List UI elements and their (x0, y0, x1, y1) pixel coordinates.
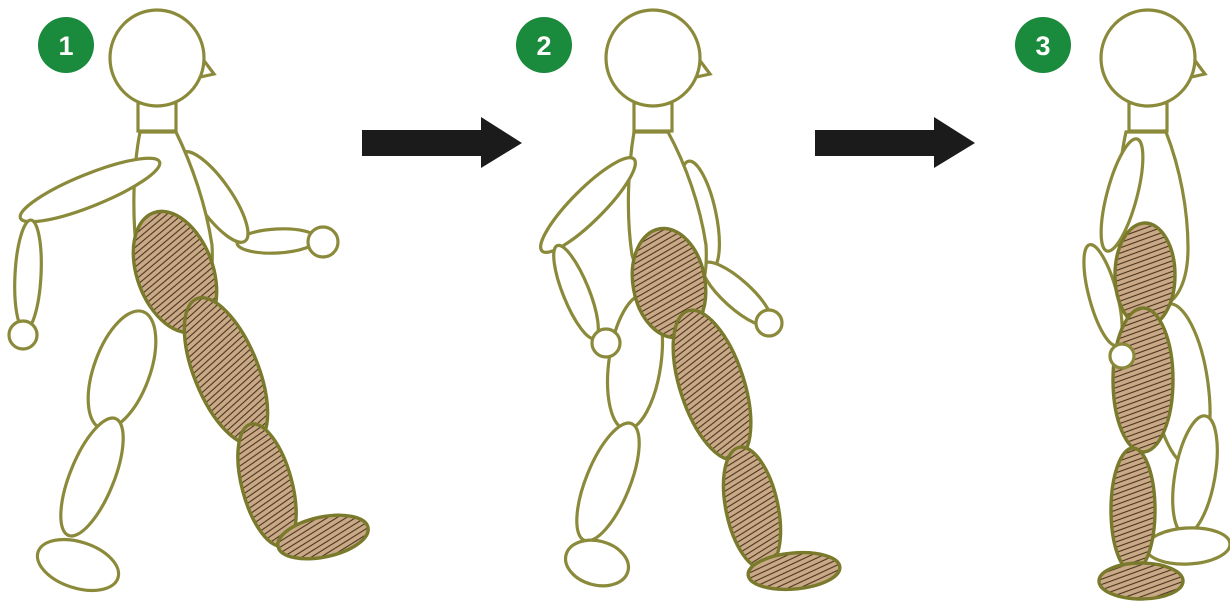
front-hand (1110, 344, 1134, 368)
step-number-2: 2 (536, 31, 551, 61)
back-hand (308, 227, 338, 257)
front-forearm (12, 219, 44, 330)
figure-step-3: 3 (1015, 10, 1230, 599)
front-thigh-highlight (1113, 308, 1173, 452)
step-number-3: 3 (1035, 31, 1050, 61)
back-thigh (74, 302, 169, 438)
back-shin (48, 410, 136, 543)
head (110, 10, 204, 106)
back-foot (560, 533, 633, 592)
figure-step-1: 1 (9, 10, 372, 600)
step-number-1: 1 (58, 31, 73, 61)
figure-step-2: 2 (516, 10, 841, 593)
back-foot (31, 530, 125, 600)
front-forearm (545, 241, 607, 343)
front-hand (592, 329, 620, 357)
front-foot-highlight (1099, 563, 1183, 599)
front-shin-highlight (1111, 448, 1155, 572)
arrow-right-icon (362, 117, 522, 168)
head (1101, 10, 1195, 106)
arrow-right-icon (815, 117, 975, 168)
head (606, 10, 700, 106)
back-foot (1145, 526, 1230, 566)
front-hand (9, 321, 37, 349)
back-shin (564, 415, 652, 548)
back-hand (756, 310, 782, 336)
